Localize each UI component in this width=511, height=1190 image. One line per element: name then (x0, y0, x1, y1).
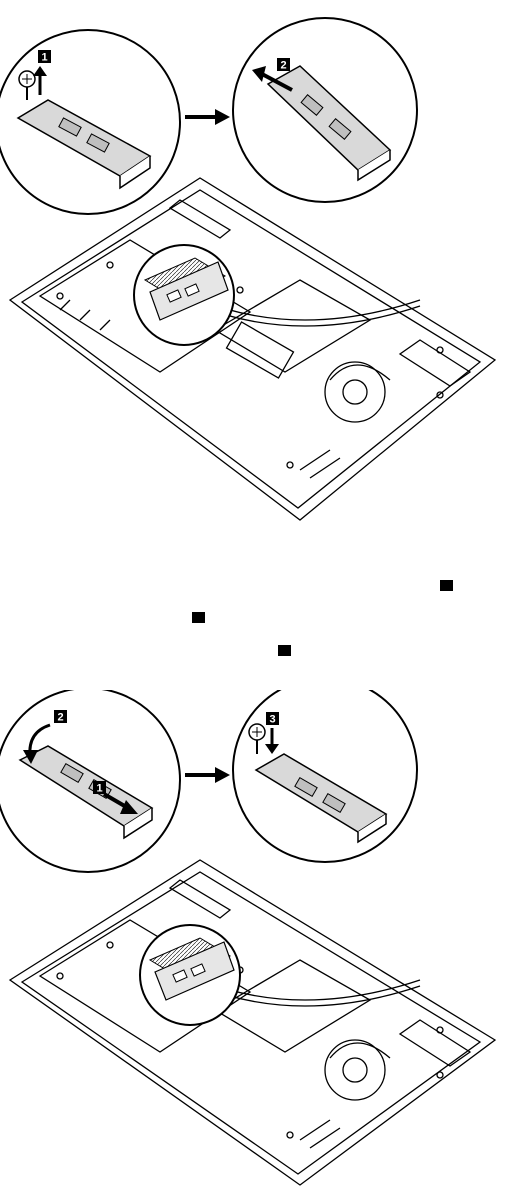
svg-text:2: 2 (57, 712, 63, 724)
ssd-slot-magnifier (134, 245, 234, 345)
callout-2-badge: 2 (277, 58, 290, 72)
callout-marker-2 (192, 612, 205, 623)
detail-circle-step-slide-out (233, 18, 417, 202)
detail-circle-step-remove-screw (0, 30, 180, 214)
sequence-arrow (185, 767, 230, 783)
callout-marker-1 (440, 580, 453, 591)
detail-circle-step-secure-screw (233, 690, 417, 862)
callout-2-badge: 2 (54, 710, 67, 724)
laptop-base (10, 860, 495, 1185)
removal-illustration: 1 2 (0, 0, 511, 530)
callout-marker-3 (278, 645, 291, 656)
detail-circle-step-insert (0, 690, 180, 872)
callout-1-badge: 1 (38, 50, 51, 64)
step-instructions (0, 560, 511, 680)
sequence-arrow (185, 109, 230, 125)
svg-text:1: 1 (41, 52, 47, 64)
callout-1-badge: 1 (93, 781, 106, 795)
svg-text:3: 3 (269, 714, 275, 726)
svg-text:1: 1 (96, 783, 102, 795)
laptop-base (10, 178, 495, 520)
svg-text:2: 2 (280, 60, 286, 72)
callout-3-badge: 3 (266, 712, 279, 726)
ssd-slot-magnifier (140, 925, 240, 1025)
installation-illustration: 2 1 3 (0, 690, 511, 1190)
